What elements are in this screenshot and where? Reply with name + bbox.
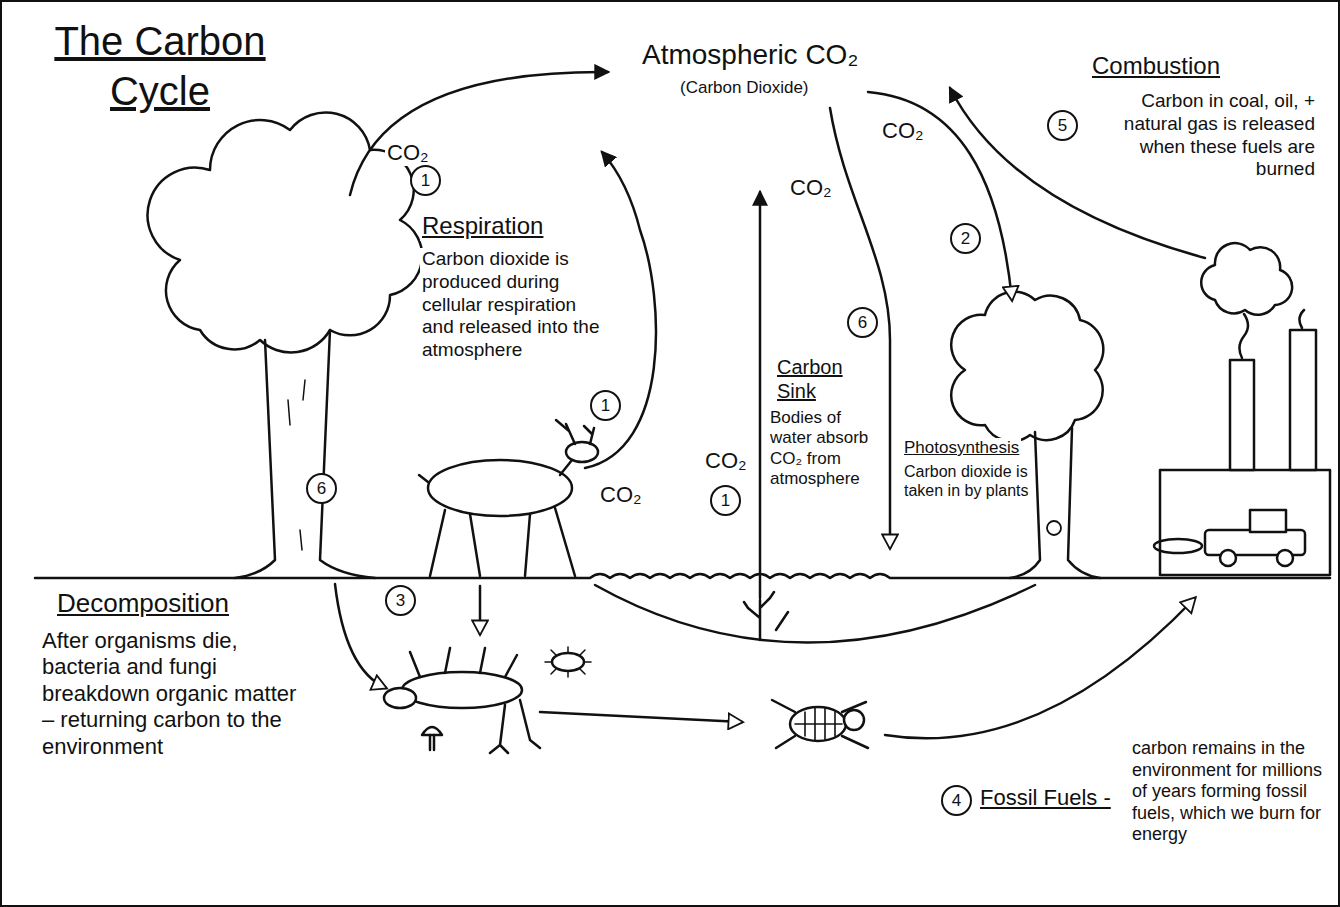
process-heading: Fossil Fuels - <box>978 785 1113 811</box>
callout-number: 3 <box>396 592 405 609</box>
process-heading: Decomposition <box>55 588 231 619</box>
factory-part <box>1160 470 1330 575</box>
car-part <box>1250 510 1286 532</box>
cycle-arrows <box>335 72 1205 738</box>
process-note: Carbon dioxide is produced during cellul… <box>420 248 614 362</box>
deer-part <box>428 460 572 516</box>
right-tree-part <box>951 292 1103 442</box>
bacteria-part <box>552 653 584 671</box>
deer <box>419 420 598 576</box>
factory-part <box>1239 310 1304 358</box>
process-heading: Carbon Sink <box>775 355 859 403</box>
diagram-title: The Carbon Cycle <box>38 16 282 116</box>
process-heading: Combustion <box>1090 52 1222 81</box>
factory-part <box>1230 360 1254 470</box>
left-tree-part <box>288 380 305 550</box>
callout-number: 4 <box>952 792 961 809</box>
callout-circle: 2 <box>950 223 981 254</box>
cycle-arrows-part <box>540 712 742 722</box>
callout-number: 5 <box>1058 117 1067 134</box>
process-note: carbon remains in the environment for mi… <box>1130 738 1334 846</box>
process-note: Bodies of water absorb CO₂ from atmosphe… <box>768 408 884 490</box>
deer-part <box>556 420 594 444</box>
cycle-arrows-part <box>335 584 386 688</box>
right-tree-part <box>1047 521 1061 535</box>
co2-label: CO₂ <box>385 140 431 166</box>
decomposing-animal-part <box>422 727 442 735</box>
bacteria-part <box>545 647 591 677</box>
decomposing-animal-part <box>490 700 540 753</box>
co2-label: CO₂ <box>598 482 644 508</box>
factory-part <box>1290 330 1316 470</box>
decomposing-animal-part <box>430 735 434 750</box>
process-heading: Respiration <box>420 212 545 241</box>
process-note: Carbon dioxide is taken in by plants <box>902 462 1031 500</box>
water-plant <box>744 592 788 640</box>
factory <box>1160 243 1330 575</box>
deer-part <box>566 442 598 462</box>
decomposing-animal-part <box>384 688 416 708</box>
cycle-arrows-part <box>350 72 608 195</box>
callout-number: 6 <box>317 480 326 497</box>
callout-circle: 5 <box>1047 110 1078 141</box>
co2-label: CO₂ <box>880 118 926 144</box>
callout-circle: 1 <box>590 390 621 421</box>
deer-part <box>560 460 572 475</box>
skeleton-part <box>772 700 868 748</box>
water-plant-part <box>744 592 788 640</box>
deer-part <box>419 475 428 482</box>
skeleton-part <box>790 707 846 741</box>
atmosphere-subheading: (Carbon Dioxide) <box>678 78 811 98</box>
cycle-arrows-part <box>759 192 762 598</box>
right-tree-part <box>1010 428 1100 578</box>
factory-part <box>1201 243 1292 315</box>
callout-number: 6 <box>858 314 867 331</box>
bacteria <box>545 647 591 677</box>
decomposing-animal <box>384 648 540 753</box>
ground-line-part <box>595 585 1035 643</box>
cycle-arrows-part <box>885 598 1195 738</box>
co2-label: CO₂ <box>703 448 749 474</box>
car-part <box>1154 539 1202 553</box>
callout-circle: 6 <box>847 307 878 338</box>
callout-circle: 3 <box>385 585 416 616</box>
skeleton <box>772 700 868 748</box>
callout-number: 2 <box>961 230 970 247</box>
co2-label: CO₂ <box>788 175 834 201</box>
ground-line-part <box>35 574 1330 578</box>
process-heading: Photosynthesis <box>902 438 1021 458</box>
callout-circle: 1 <box>710 485 741 516</box>
callout-circle: 1 <box>410 165 441 196</box>
left-tree-part <box>235 330 375 578</box>
car <box>1154 510 1305 566</box>
callout-number: 1 <box>421 172 430 189</box>
left-tree-part <box>148 112 423 352</box>
callout-circle: 4 <box>941 785 972 816</box>
callout-number: 1 <box>721 492 730 509</box>
process-note: Carbon in coal, oil, + natural gas is re… <box>1088 90 1317 181</box>
deer-part <box>430 508 575 576</box>
process-note: After organisms die, bacteria and fungi … <box>40 628 314 760</box>
right-tree <box>951 292 1103 578</box>
decomposing-animal-part <box>410 648 517 677</box>
cycle-arrows-part <box>479 586 482 634</box>
car-part <box>1220 550 1236 566</box>
callout-number: 1 <box>601 397 610 414</box>
skeleton-part <box>795 708 842 740</box>
atmosphere-heading: Atmospheric CO₂ <box>640 38 860 72</box>
left-tree <box>148 112 423 578</box>
cycle-arrows-part <box>868 92 1012 300</box>
car-part <box>1277 550 1293 566</box>
skeleton-part <box>844 710 864 730</box>
callout-circle: 6 <box>306 473 337 504</box>
